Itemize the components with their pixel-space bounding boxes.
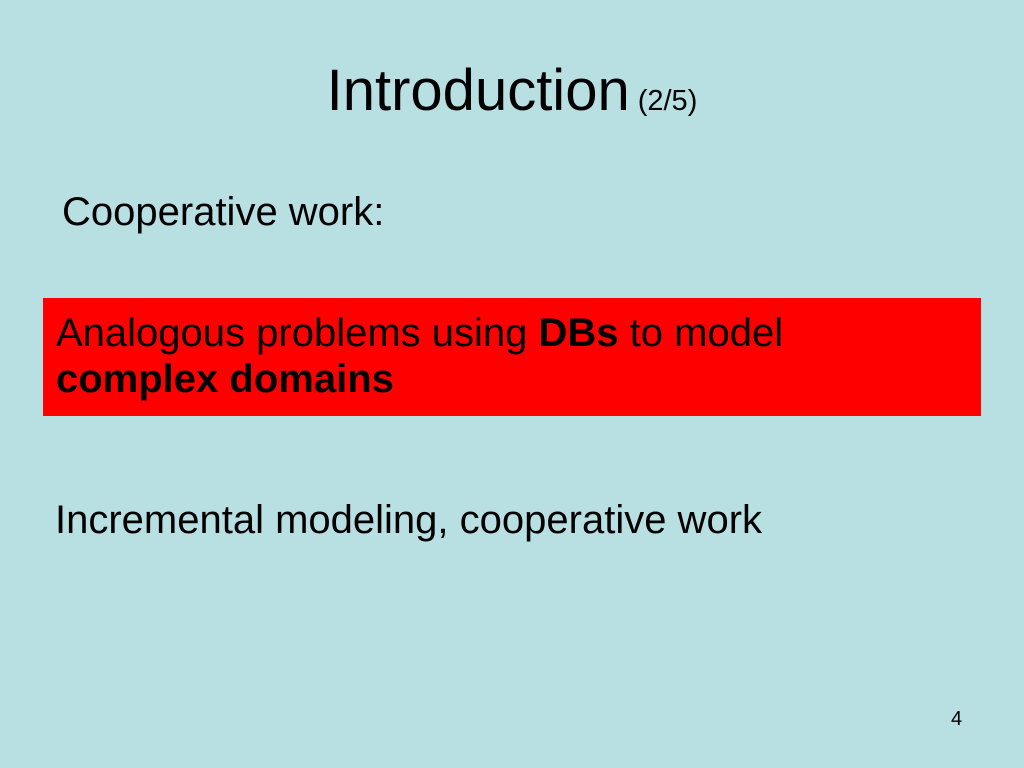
highlight-box: Analogous problems using DBs to model co… [43,298,981,416]
section-subtitle: Cooperative work: [62,190,385,234]
highlight-keyword-dbs: DBs [538,311,619,355]
highlight-text-end: to model [618,311,784,355]
title-page-indicator: (2/5) [637,85,698,117]
highlight-line-2: complex domains [56,357,394,401]
body-text: Incremental modeling, cooperative work [55,498,763,542]
highlight-line-1: Analogous problems using DBs to model [56,310,969,356]
highlight-text-start: Analogous problems using [56,311,539,355]
title-text: Introduction [326,58,630,123]
page-number: 4 [951,708,963,730]
slide-title: Introduction(2/5) [0,62,1024,120]
